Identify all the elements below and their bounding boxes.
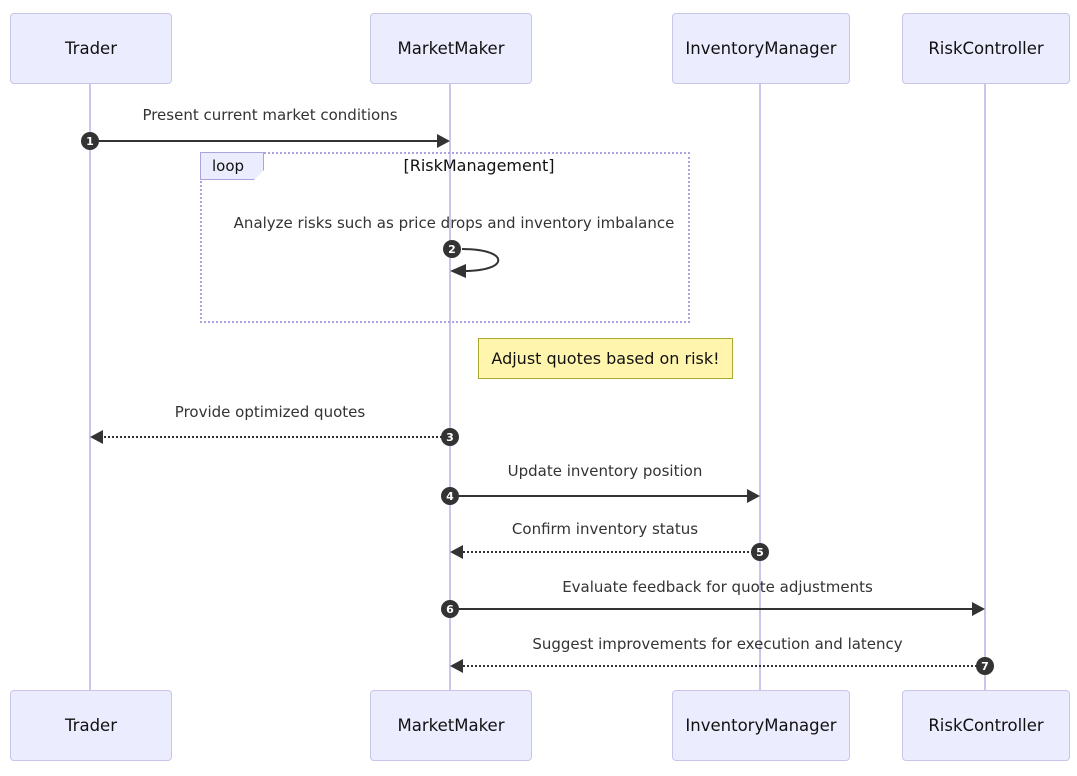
seq-badge-3: 3 [441,428,459,446]
arrowhead-icon [450,545,463,559]
message-3-label: Provide optimized quotes [174,403,366,421]
actor-label: Trader [65,716,117,735]
lifeline-trader [89,84,91,690]
message-2-label: Analyze risks such as price drops and in… [233,214,675,232]
actor-label: RiskController [928,716,1044,735]
lifeline-inventorymanager [759,84,761,690]
actor-top-trader: Trader [10,13,172,84]
message-6-line [450,608,975,610]
actor-bottom-inventorymanager: InventoryManager [672,690,850,761]
lifeline-marketmaker [449,84,451,690]
seq-badge-5: 5 [751,543,769,561]
lifeline-riskcontroller [984,84,986,690]
actor-bottom-trader: Trader [10,690,172,761]
arrowhead-icon [437,134,450,148]
loop-frame [200,152,690,323]
actor-top-inventorymanager: InventoryManager [672,13,850,84]
actor-bottom-riskcontroller: RiskController [902,690,1070,761]
actor-label: MarketMaker [397,716,505,735]
message-7-label: Suggest improvements for execution and l… [532,635,903,653]
actor-top-marketmaker: MarketMaker [370,13,532,84]
actor-label: MarketMaker [397,39,505,58]
message-5-line [460,551,760,553]
arrowhead-icon [450,659,463,673]
message-1-line [90,140,440,142]
arrowhead-icon [972,602,985,616]
arrowhead-icon [90,430,103,444]
message-5-label: Confirm inventory status [511,520,699,538]
seq-badge-2: 2 [443,240,461,258]
seq-badge-7: 7 [976,657,994,675]
arrowhead-icon [747,489,760,503]
loop-condition: [RiskManagement] [403,156,555,175]
message-7-line [460,665,985,667]
loop-label: loop [200,152,264,180]
message-4-line [450,495,750,497]
actor-top-riskcontroller: RiskController [902,13,1070,84]
actor-label: Trader [65,39,117,58]
actor-bottom-marketmaker: MarketMaker [370,690,532,761]
note: Adjust quotes based on risk! [478,338,733,379]
seq-badge-1: 1 [81,132,99,150]
self-message-curve [450,248,500,278]
message-4-label: Update inventory position [507,462,703,480]
message-3-line [100,436,450,438]
seq-badge-4: 4 [441,487,459,505]
message-6-label: Evaluate feedback for quote adjustments [562,578,873,596]
actor-label: InventoryManager [685,716,837,735]
actor-label: InventoryManager [685,39,837,58]
message-1-label: Present current market conditions [142,106,398,124]
seq-badge-6: 6 [441,600,459,618]
actor-label: RiskController [928,39,1044,58]
